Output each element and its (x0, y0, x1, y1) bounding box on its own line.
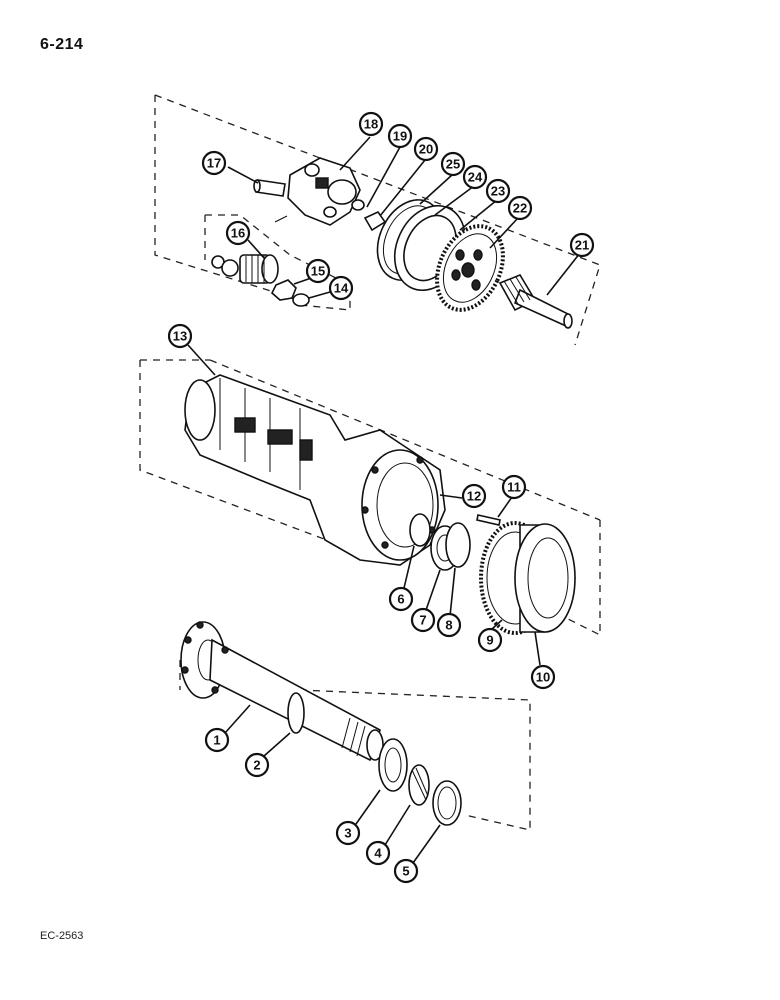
washer (292, 293, 310, 307)
bearing-cup (445, 522, 471, 568)
svg-text:17: 17 (207, 156, 221, 171)
svg-text:9: 9 (486, 633, 493, 648)
planet-carrier (287, 157, 361, 226)
svg-text:22: 22 (513, 201, 527, 216)
svg-text:11: 11 (507, 480, 521, 495)
nut (271, 279, 297, 301)
oil-seal (409, 513, 431, 547)
bearing-retainer-ring (432, 780, 462, 826)
svg-text:7: 7 (419, 613, 426, 628)
svg-text:4: 4 (374, 846, 382, 861)
spacer-ring (287, 692, 305, 734)
callout-8: 8 (436, 612, 462, 638)
callout-1: 1 (204, 727, 230, 753)
callout-16: 16 (225, 220, 251, 246)
callout-6: 6 (388, 586, 414, 612)
group-boundary-middle-top (209, 359, 601, 521)
svg-text:19: 19 (393, 129, 407, 144)
svg-text:16: 16 (231, 226, 245, 241)
callout-9: 9 (477, 627, 503, 653)
friction-disc (435, 224, 505, 312)
svg-text:23: 23 (491, 184, 505, 199)
outer-bearing-cone (408, 764, 430, 806)
svg-text:3: 3 (344, 826, 351, 841)
group-boundary-bottom (179, 660, 531, 831)
svg-text:2: 2 (253, 758, 260, 773)
callout-18: 18 (358, 111, 384, 137)
callout-4: 4 (365, 840, 391, 866)
callout-19: 19 (387, 123, 413, 149)
page-title: 6-214 (40, 36, 84, 53)
svg-text:25: 25 (446, 157, 460, 172)
svg-text:20: 20 (419, 142, 433, 157)
svg-text:5: 5 (402, 864, 409, 879)
callout-24: 24 (462, 164, 488, 190)
callout-5: 5 (393, 858, 419, 884)
svg-text:12: 12 (467, 489, 481, 504)
callout-12: 12 (461, 483, 487, 509)
svg-text:24: 24 (468, 170, 483, 185)
dowel-pin (476, 514, 501, 526)
callout-21: 21 (569, 232, 595, 258)
svg-text:14: 14 (334, 281, 349, 296)
svg-text:13: 13 (173, 329, 187, 344)
svg-text:18: 18 (364, 117, 378, 132)
svg-text:10: 10 (536, 670, 550, 685)
svg-text:1: 1 (213, 733, 220, 748)
svg-text:21: 21 (575, 238, 589, 253)
thrust-washer-small (351, 199, 365, 211)
callout-7: 7 (410, 607, 436, 633)
svg-text:15: 15 (311, 264, 325, 279)
callout-20: 20 (413, 136, 439, 162)
svg-text:8: 8 (445, 618, 452, 633)
group-boundary-top (154, 94, 601, 346)
callout-2: 2 (244, 752, 270, 778)
group-boundary-middle (139, 359, 601, 637)
callout-25: 25 (440, 151, 466, 177)
ring-gear-hub (514, 523, 576, 633)
callout-22: 22 (507, 195, 533, 221)
callout-15: 15 (305, 258, 331, 284)
svg-text:6: 6 (397, 592, 404, 607)
sun-gear-shaft (498, 274, 573, 329)
callout-11: 11 (501, 474, 527, 500)
callout-3: 3 (335, 820, 361, 846)
outer-bearing-cup (378, 738, 408, 792)
pin (253, 179, 286, 197)
axle-housing (184, 374, 446, 566)
roll-pin (274, 215, 288, 223)
leader-lines (187, 136, 581, 864)
planet-pinion-gear (211, 254, 279, 284)
callout-17: 17 (201, 150, 227, 176)
callout-23: 23 (485, 178, 511, 204)
callout-10: 10 (530, 664, 556, 690)
callout-13: 13 (167, 323, 193, 349)
callout-14: 14 (328, 275, 354, 301)
figure-code: EC-2563 (40, 930, 84, 942)
